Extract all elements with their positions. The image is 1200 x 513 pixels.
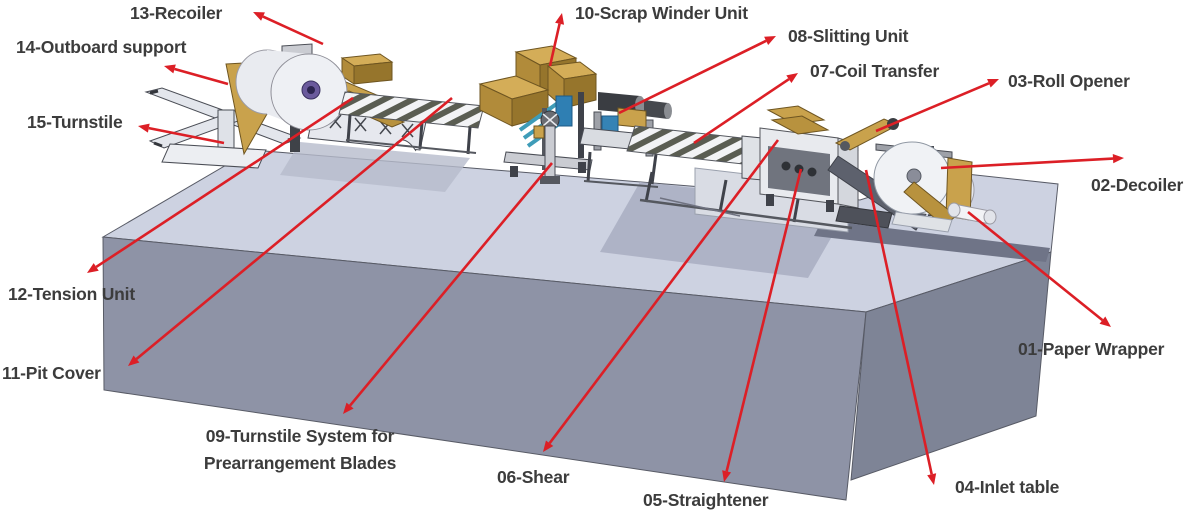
label-text: 14-Outboard support: [16, 37, 187, 57]
label-text: 10-Scrap Winder Unit: [575, 3, 748, 23]
label-text: 01-Paper Wrapper: [1018, 339, 1165, 359]
label-text-line2: Prearrangement Blades: [203, 453, 397, 473]
label-text: 15-Turnstile: [27, 112, 123, 132]
label-text: 06-Shear: [497, 467, 570, 487]
label-text: 11-Pit Cover: [2, 363, 101, 383]
label-text: 07-Coil Transfer: [810, 61, 940, 81]
arrow-05: [722, 168, 803, 482]
label-10: 10-Scrap Winder Unit: [575, 0, 748, 27]
label-13: 13-Recoiler: [130, 0, 222, 27]
platform-shadow: [280, 142, 470, 192]
label-01: 01-Paper Wrapper: [1018, 336, 1164, 363]
arrow-14: [164, 64, 229, 86]
arrow-09: [343, 162, 553, 414]
label-02: 02-Decoiler: [1091, 172, 1183, 199]
label-11: 11-Pit Cover: [2, 360, 101, 387]
arrow-11: [128, 96, 453, 366]
arrow-03: [875, 79, 999, 133]
arrow-13: [253, 12, 324, 46]
label-text: 02-Decoiler: [1091, 175, 1184, 195]
arrow-06: [543, 139, 780, 452]
label-15: 15-Turnstile: [27, 109, 123, 136]
arrow-08: [618, 36, 776, 115]
label-03: 03-Roll Opener: [1008, 68, 1130, 95]
arrow-01: [967, 210, 1111, 327]
label-text: 12-Tension Unit: [8, 284, 135, 304]
label-08: 08-Slitting Unit: [788, 23, 908, 50]
label-text: 04-Inlet table: [955, 477, 1060, 497]
scrap-winder-unit: [478, 45, 598, 177]
decoiler: [873, 141, 975, 233]
annotation-arrows: [87, 12, 1124, 485]
arrow-15: [138, 123, 225, 145]
blade-turnstile-stand: [533, 110, 560, 184]
label-text: 05-Straightener: [643, 490, 769, 510]
label-12: 12-Tension Unit: [8, 281, 135, 308]
label-text: 08-Slitting Unit: [788, 26, 909, 46]
label-04: 04-Inlet table: [955, 474, 1059, 501]
label-14: 14-Outboard support: [16, 34, 186, 61]
arrow-02: [940, 154, 1124, 170]
arrow-07: [693, 73, 798, 145]
walkway-band: [814, 220, 1050, 262]
label-05: 05-Straightener: [643, 487, 769, 513]
label-text: 09-Turnstile System for: [205, 426, 395, 446]
arrow-12: [87, 96, 354, 273]
recoiler-coil: [235, 49, 348, 131]
arrow-10: [548, 13, 565, 67]
arrow-04: [864, 169, 937, 485]
label-07: 07-Coil Transfer: [810, 58, 939, 85]
block-right-face: [850, 251, 1052, 481]
label-text: 03-Roll Opener: [1008, 71, 1130, 91]
label-text: 13-Recoiler: [130, 3, 223, 23]
label-06: 06-Shear: [497, 464, 570, 491]
turnstile-base: [161, 143, 267, 169]
block-front-face: [102, 236, 867, 501]
